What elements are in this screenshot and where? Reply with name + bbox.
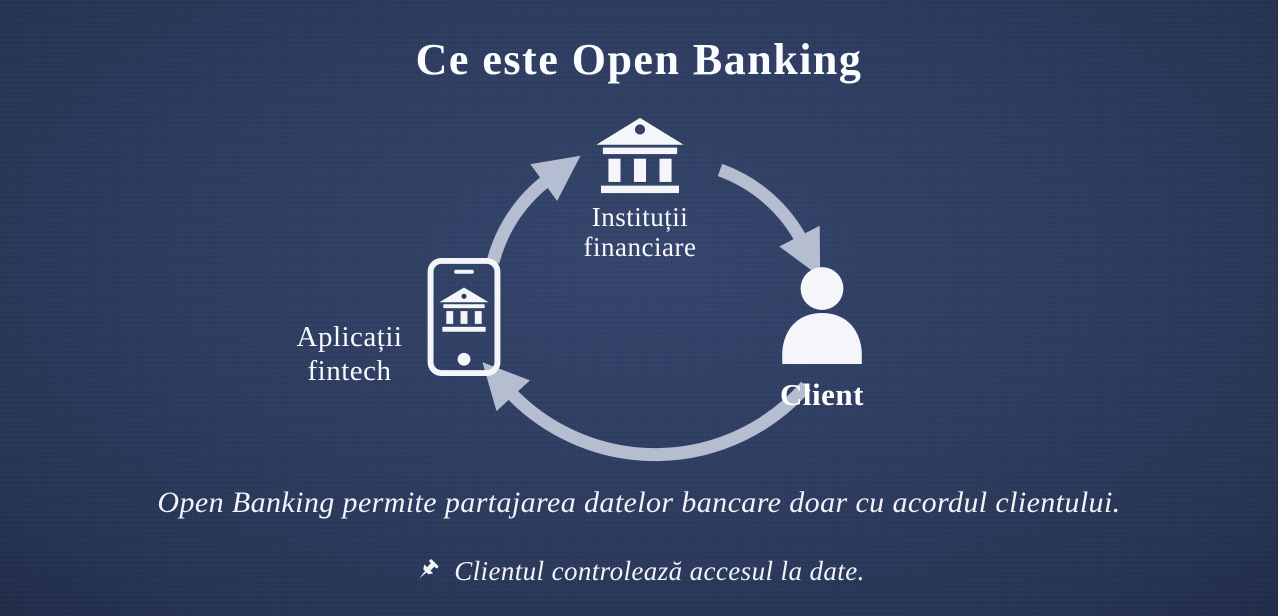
pushpin-icon	[413, 557, 441, 587]
node-financial-institutions: Instituții financiare	[544, 116, 736, 262]
mini-bank-icon	[439, 287, 489, 332]
node-fintech-label-line2: fintech	[307, 355, 392, 388]
node-bank-label-line2: financiare	[583, 232, 697, 263]
node-fintech-label-line1: Aplicații	[296, 321, 403, 353]
bank-icon	[544, 116, 736, 194]
person-icon	[771, 267, 873, 368]
note-row: Clientul controlează accesul la date.	[0, 556, 1278, 587]
node-fintech-apps: Aplicații fintech	[262, 258, 502, 387]
note-text: Clientul controlează accesul la date.	[454, 556, 865, 586]
node-bank-label-line1: Instituții	[591, 202, 689, 232]
arrow-fintech-to-bank	[486, 155, 581, 264]
page-title: Ce este Open Banking	[415, 35, 863, 84]
node-client-label: Client	[780, 377, 864, 412]
caption-text: Open Banking permite partajarea datelor …	[157, 486, 1121, 519]
node-bank-label: Instituții financiare	[544, 202, 736, 262]
node-client: Client	[756, 262, 888, 413]
node-fintech-label: Aplicații fintech	[262, 320, 437, 388]
smartphone-bank-icon	[426, 258, 502, 381]
